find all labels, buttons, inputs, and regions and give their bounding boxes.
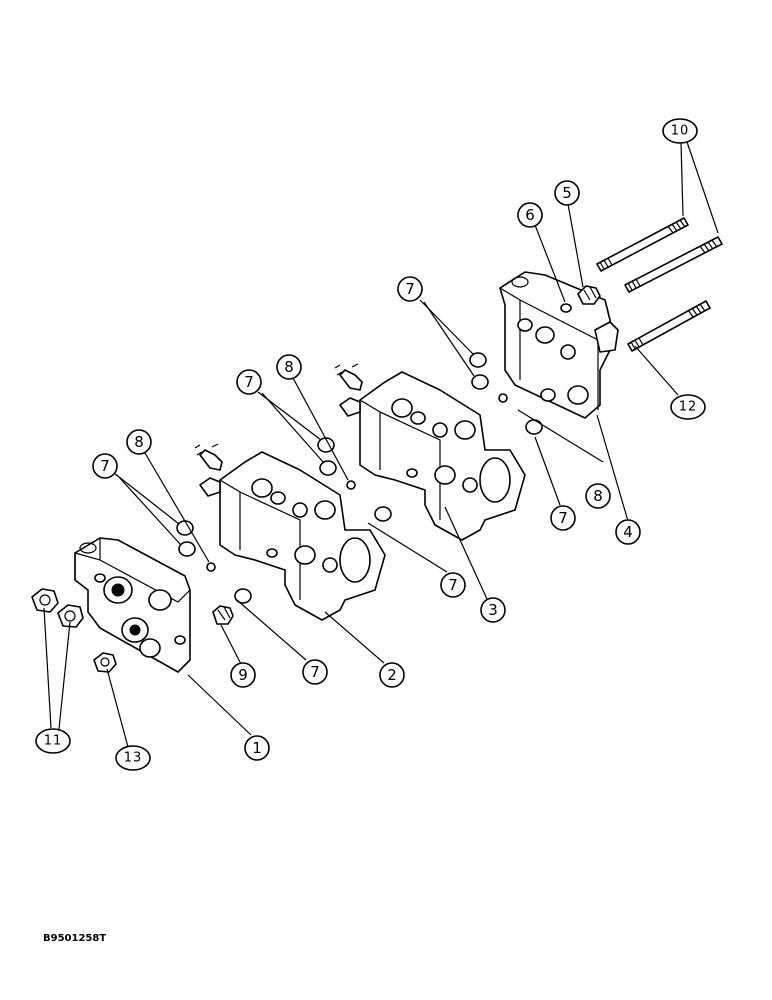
callout-label: 4 — [623, 523, 633, 541]
callout-label: 3 — [488, 601, 498, 619]
part-1-inlet-cover — [74, 537, 191, 673]
nuts — [31, 588, 117, 673]
callout-label: 8 — [284, 358, 294, 376]
callout-label: 11 — [44, 734, 63, 749]
callout-label: 7 — [100, 457, 110, 475]
callout-label: 13 — [124, 751, 143, 766]
callout-label: 8 — [134, 433, 144, 451]
tie-rods — [596, 217, 723, 352]
callout-7-c: 7 — [92, 453, 118, 479]
callout-3: 3 — [480, 597, 506, 623]
callout-8-b: 8 — [276, 354, 302, 380]
callout-label: 7 — [558, 509, 568, 527]
callout-12: 12 — [670, 394, 706, 420]
callout-5: 5 — [554, 180, 580, 206]
callout-label: 5 — [562, 184, 572, 202]
part-3-valve-section — [334, 363, 526, 541]
callout-4: 4 — [615, 519, 641, 545]
callout-label: 7 — [405, 280, 415, 298]
callout-label: 12 — [679, 400, 698, 415]
drawing-id-label: B9501258T — [43, 933, 107, 944]
callout-10: 10 — [662, 118, 698, 144]
callout-7-f: 7 — [550, 505, 576, 531]
callout-11: 11 — [35, 728, 71, 754]
callout-7-e: 7 — [440, 572, 466, 598]
callout-1: 1 — [244, 735, 270, 761]
callout-label: 6 — [525, 206, 535, 224]
callout-2: 2 — [379, 662, 405, 688]
callout-label: 2 — [387, 666, 397, 684]
callout-7-a: 7 — [397, 276, 423, 302]
callout-label: 1 — [252, 739, 262, 757]
callout-8-a: 8 — [585, 483, 611, 509]
plugs — [212, 285, 601, 625]
callout-13: 13 — [115, 745, 151, 771]
callout-7-b: 7 — [236, 369, 262, 395]
callout-label: 7 — [448, 576, 458, 594]
callout-label: 8 — [593, 487, 603, 505]
leader-lines — [43, 141, 719, 748]
callout-label: 7 — [244, 373, 254, 391]
callout-9: 9 — [230, 662, 256, 688]
callout-label: 10 — [671, 124, 690, 139]
callout-label: 7 — [310, 663, 320, 681]
part-2-valve-section — [194, 443, 386, 621]
part-4-outlet-cover — [499, 271, 619, 419]
callout-8-c: 8 — [126, 429, 152, 455]
callout-label: 9 — [238, 666, 248, 684]
callout-7-d: 7 — [302, 659, 328, 685]
callout-6: 6 — [517, 202, 543, 228]
